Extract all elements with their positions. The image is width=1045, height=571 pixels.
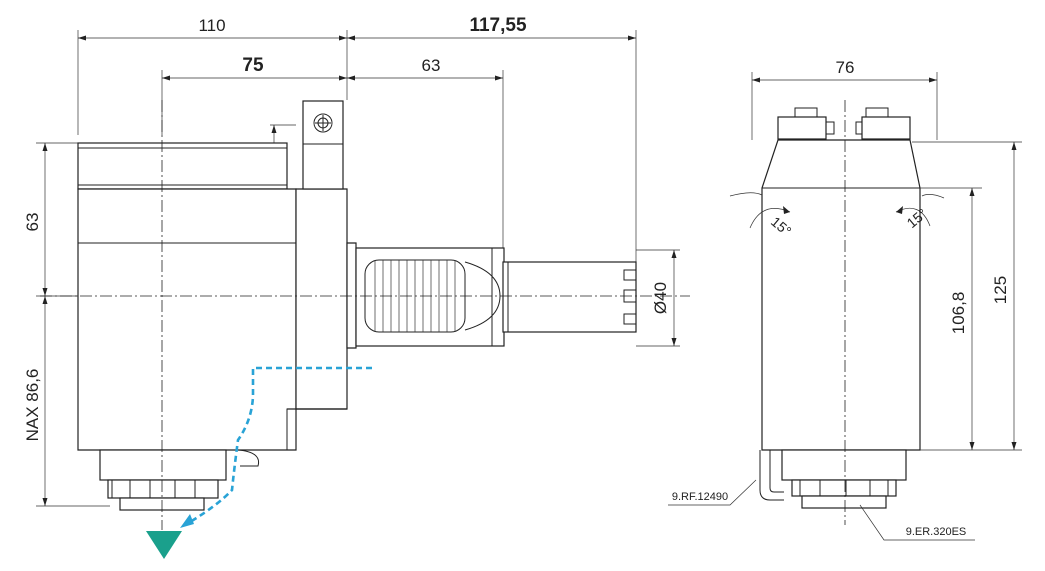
dim-125-label: 125 (991, 276, 1010, 304)
spindle-collar (99, 449, 227, 481)
shank-end (502, 261, 637, 333)
dim-63-left-label: 63 (23, 213, 42, 232)
dim-106-8-label: 106,8 (949, 292, 968, 335)
side-bolt-left (777, 116, 827, 140)
dim-117-55-label: 117,55 (469, 15, 526, 36)
front-view: 110 117,55 75 63 63 NAX 86,6 70 (23, 15, 690, 559)
side-housing (761, 139, 921, 451)
side-bolt-right (861, 116, 911, 140)
side-view: 76 15° 15° 106,8 125 (668, 58, 1022, 541)
dim-110-label: 110 (198, 16, 225, 35)
dim-76-label: 76 (836, 58, 855, 77)
dim-63-top-label: 63 (422, 56, 441, 75)
dim-nax-label: NAX 86,6 (23, 369, 42, 442)
dim-diameter-label: Ø40 (651, 282, 670, 314)
triangle-down-icon (146, 531, 182, 559)
collet-nut (107, 479, 219, 499)
side-collet-nut (791, 479, 897, 497)
side-spindle-collar (781, 449, 907, 481)
mount-bracket (302, 100, 344, 190)
dim-75-label: 75 (242, 55, 264, 76)
flange-block (295, 188, 348, 410)
housing-body (77, 188, 297, 451)
callout-collet-nut: 9.ER.320ES (906, 526, 967, 538)
shank-threaded (355, 247, 505, 347)
coolant-path (189, 366, 372, 524)
callout-coolant-tube: 9.RF.12490 (672, 491, 728, 503)
housing-top-band (77, 142, 288, 190)
shank-neck (346, 242, 357, 349)
